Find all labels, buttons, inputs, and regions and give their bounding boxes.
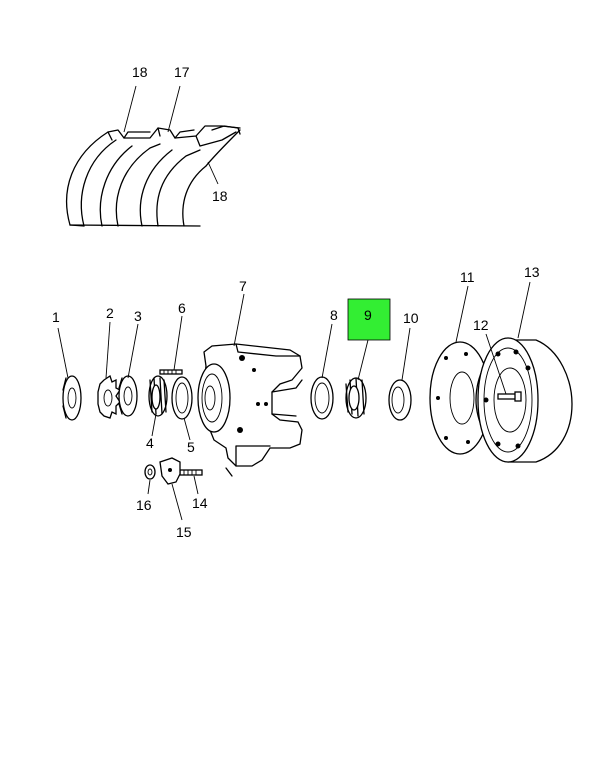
label-18-right: 18 bbox=[212, 188, 228, 204]
label-8: 8 bbox=[330, 307, 338, 323]
label-3: 3 bbox=[134, 308, 142, 324]
label-16: 16 bbox=[136, 497, 152, 513]
label-18-top: 18 bbox=[132, 64, 148, 80]
part-5-bearing-cup bbox=[171, 376, 193, 420]
label-1: 1 bbox=[52, 309, 60, 325]
label-5: 5 bbox=[187, 439, 195, 455]
label-11: 11 bbox=[460, 269, 475, 285]
label-7: 7 bbox=[239, 278, 247, 294]
part-7-hub bbox=[197, 343, 303, 477]
lower-leaders bbox=[57, 281, 531, 521]
part-3-nut bbox=[118, 375, 138, 417]
part-14-screw bbox=[179, 469, 203, 476]
part-13-brake-drum bbox=[475, 337, 573, 463]
highlight-box-part-9 bbox=[347, 298, 391, 341]
part-9-bearing-cone bbox=[345, 377, 367, 419]
label-12: 12 bbox=[473, 317, 489, 333]
part-16-small-nut bbox=[144, 464, 156, 480]
label-2: 2 bbox=[106, 305, 114, 321]
label-6: 6 bbox=[178, 300, 186, 316]
part-15-bracket bbox=[159, 457, 181, 485]
part-10-seal bbox=[388, 379, 412, 421]
label-10: 10 bbox=[403, 310, 419, 326]
label-9: 9 bbox=[364, 307, 372, 323]
upper-leaders bbox=[123, 85, 219, 185]
part-2-lock-washer bbox=[97, 374, 121, 419]
label-14: 14 bbox=[192, 495, 208, 511]
label-17: 17 bbox=[174, 64, 190, 80]
label-4: 4 bbox=[146, 435, 154, 451]
part-6-stud bbox=[159, 369, 183, 375]
label-15: 15 bbox=[176, 524, 192, 540]
part-4-bearing-cone bbox=[148, 375, 168, 417]
part-12-stud-bolt bbox=[497, 391, 522, 402]
part-8-bearing-cup bbox=[310, 376, 334, 420]
label-13: 13 bbox=[524, 264, 540, 280]
part-1-nut bbox=[62, 375, 82, 421]
wheel-band-assembly bbox=[66, 125, 241, 227]
part-labels: 18 17 18 1 2 3 6 7 8 9 10 11 12 13 4 5 1… bbox=[52, 64, 540, 540]
